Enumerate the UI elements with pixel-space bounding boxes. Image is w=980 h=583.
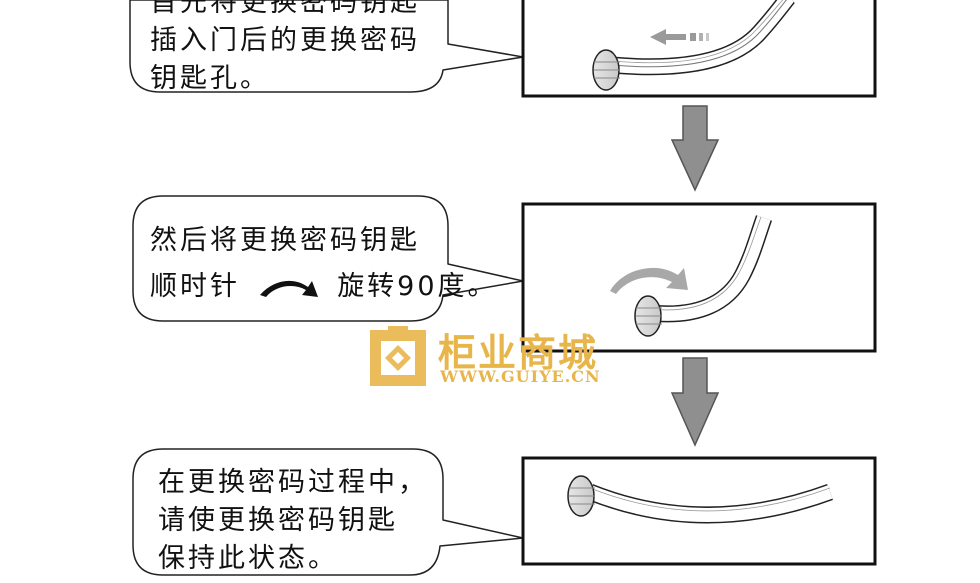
speech-bubble-step-3 [132, 448, 524, 576]
speech-bubble-step-1 [129, 0, 524, 93]
key-held-icon [567, 475, 833, 524]
step-3-line-3: 保持此状态。 [158, 543, 338, 574]
down-arrow-icon [670, 105, 720, 192]
insert-direction-arrow-icon [650, 29, 709, 45]
step-1-line-1: 首先将更换密码钥匙 [150, 0, 420, 18]
rotate-clockwise-arrow-icon [610, 267, 688, 294]
step-2-instruction: 然后将更换密码钥匙 顺时针 旋转90度。 [150, 218, 498, 310]
step-1-line-2: 插入门后的更换密码 [150, 25, 420, 56]
watermark-url: WWW.GUIYE.CN [440, 367, 601, 386]
speech-bubble-step-2 [132, 195, 524, 322]
step-1-instruction: 首先将更换密码钥匙 插入门后的更换密码 钥匙孔。 [150, 0, 420, 98]
illustration-box-step-2 [521, 202, 877, 353]
watermark-logo-icon [370, 326, 426, 386]
illustration-box-step-1 [521, 0, 877, 98]
key-inserted-icon [592, 0, 796, 91]
step-3-instruction: 在更换密码过程中， 请使更换密码钥匙 保持此状态。 [158, 464, 428, 578]
watermark-name: 柜业商城 [438, 331, 599, 375]
step-1-line-3: 钥匙孔。 [150, 63, 270, 94]
step-2-line-2-start: 顺时针 [150, 271, 240, 302]
down-arrow-icon [670, 357, 720, 447]
step-3-line-1: 在更换密码过程中， [158, 467, 428, 498]
step-2-line-1: 然后将更换密码钥匙 [150, 225, 420, 256]
key-turned-icon [634, 215, 773, 337]
step-2-line-2-end: 旋转90度。 [337, 271, 498, 302]
step-3-line-2: 请使更换密码钥匙 [158, 505, 398, 536]
step-2-line-2: 顺时针 旋转90度。 [150, 264, 498, 310]
clockwise-arrow-icon [259, 280, 318, 297]
